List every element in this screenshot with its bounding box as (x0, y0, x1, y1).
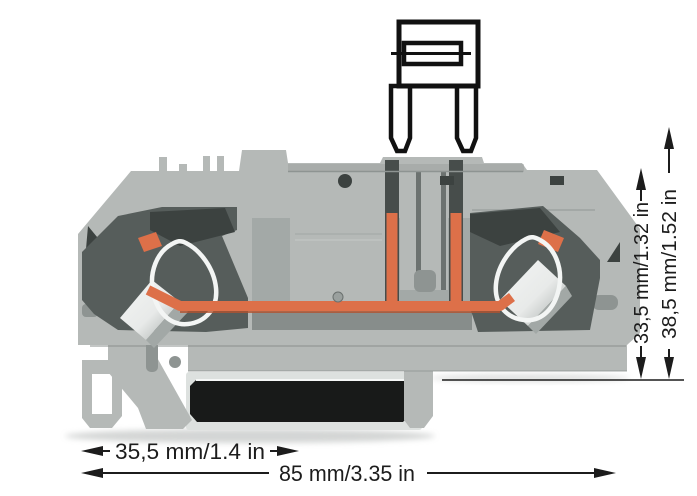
arrow-up-icon (636, 168, 646, 190)
din-rail-channel (190, 380, 410, 422)
test-hole (338, 174, 352, 188)
busbar-screw (332, 291, 344, 303)
dimension-annotations: 33,5 mm/1.32 in 38,5 mm/1.52 in 35,5 mm/… (81, 127, 684, 486)
rail-support-right (404, 371, 433, 428)
dimension-height-outer: 38,5 mm/1.52 in (659, 127, 681, 379)
right-notch (607, 242, 620, 262)
total-width-label: 85 mm/3.35 in (279, 461, 415, 486)
left-contact-tab (138, 232, 162, 252)
foot-width-label: 35,5 mm/1.4 in (115, 439, 265, 464)
vent-slot-1 (416, 172, 421, 290)
right-pocket (592, 295, 618, 310)
vent-slot-2 (441, 172, 446, 290)
arrow-down-icon (664, 357, 674, 379)
left-wedge-side (146, 302, 188, 348)
dimension-foot-width: 35,5 mm/1.4 in (81, 439, 299, 464)
busbar-horizontal (145, 285, 515, 311)
left-clamp (82, 207, 248, 348)
fuse-blade-right (454, 83, 479, 154)
chamber-shadow (252, 312, 472, 330)
marker-slot-1 (440, 176, 454, 185)
right-clamp-wedge (500, 260, 566, 326)
dimension-height-inner: 33,5 mm/1.32 in (631, 168, 653, 379)
blade-fuse (388, 19, 481, 154)
height-outer-label: 38,5 mm/1.52 in (659, 189, 681, 339)
arrow-up-icon (664, 127, 674, 149)
arrow-left-icon (81, 446, 103, 456)
mounting-hook (82, 360, 122, 428)
dimension-total-width: 85 mm/3.35 in (81, 461, 616, 486)
center-divider (290, 172, 386, 302)
tongue-notch (414, 270, 436, 292)
left-actuator (150, 208, 235, 246)
height-inner-label: 33,5 mm/1.32 in (631, 202, 653, 344)
release-latch (108, 345, 192, 429)
arrow-right-icon (277, 446, 299, 456)
latch-pivot (169, 356, 181, 368)
arrow-left-icon (81, 468, 103, 478)
busbar (145, 213, 515, 313)
housing-lower (188, 345, 627, 371)
top-seam (288, 164, 524, 172)
arrow-down-icon (636, 357, 646, 379)
din-rail-foot (82, 332, 433, 430)
right-contact-tab (538, 230, 564, 252)
fuse-blade-left (388, 83, 413, 154)
arrow-right-icon (594, 468, 616, 478)
marker-slot-2 (550, 176, 564, 185)
